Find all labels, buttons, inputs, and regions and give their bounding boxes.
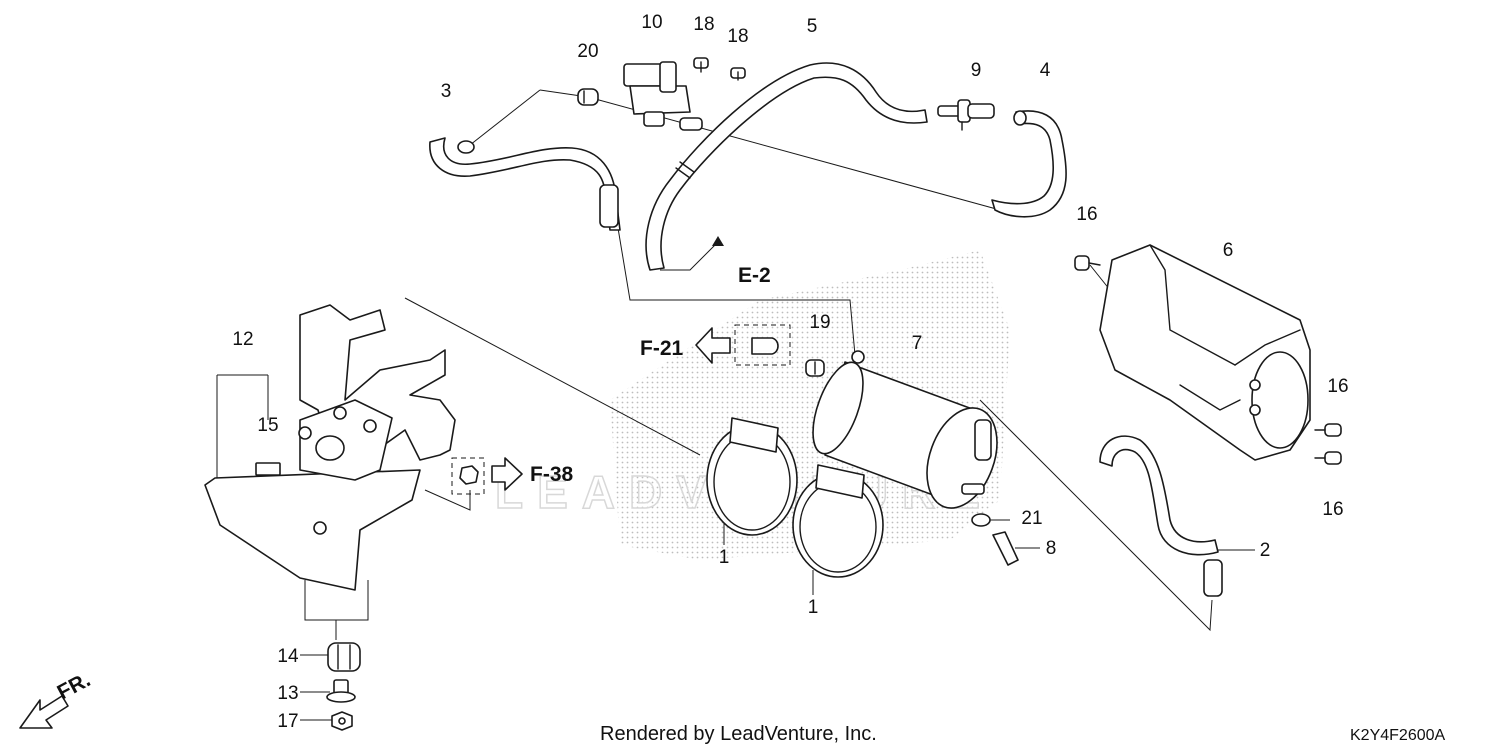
ref-arrow-f38 bbox=[491, 457, 523, 491]
detail-box-f21 bbox=[734, 324, 791, 366]
hose-5 bbox=[645, 62, 928, 271]
nut-17 bbox=[331, 711, 353, 731]
canister-7 bbox=[812, 350, 998, 509]
ref-arrow-f21 bbox=[695, 327, 731, 364]
callout-1-left: 1 bbox=[719, 547, 730, 568]
callout-13: 13 bbox=[277, 683, 298, 704]
callout-8: 8 bbox=[1046, 538, 1057, 559]
bolt-16-top bbox=[1074, 255, 1101, 271]
callout-21: 21 bbox=[1021, 508, 1042, 529]
ref-e2: E-2 bbox=[738, 264, 771, 287]
callout-16-top: 16 bbox=[1076, 204, 1097, 225]
hose-4 bbox=[991, 110, 1067, 218]
ref-f38: F-38 bbox=[530, 463, 574, 486]
clip-19 bbox=[805, 359, 825, 377]
detail-box-f38 bbox=[451, 457, 485, 495]
callout-15: 15 bbox=[257, 415, 278, 436]
callout-20: 20 bbox=[577, 41, 598, 62]
callout-6: 6 bbox=[1223, 240, 1234, 261]
callout-2: 2 bbox=[1260, 540, 1271, 561]
band-1-left bbox=[706, 417, 798, 536]
band-1-right bbox=[792, 464, 884, 578]
callout-17: 17 bbox=[277, 711, 298, 732]
callout-18-a: 18 bbox=[693, 14, 714, 35]
label-15 bbox=[255, 462, 281, 476]
callout-19: 19 bbox=[809, 312, 830, 333]
callout-18-b: 18 bbox=[727, 26, 748, 47]
callout-9: 9 bbox=[971, 60, 982, 81]
callout-14: 14 bbox=[277, 646, 299, 667]
callout-3: 3 bbox=[441, 81, 452, 102]
hose-2 bbox=[1099, 435, 1223, 597]
callout-5: 5 bbox=[807, 16, 818, 37]
grommet-14 bbox=[327, 642, 361, 672]
bolt-18-a bbox=[693, 57, 709, 73]
ref-f21: F-21 bbox=[640, 337, 684, 360]
clip-20 bbox=[577, 88, 599, 106]
bolt-16-right-b bbox=[1314, 451, 1342, 465]
collar-13 bbox=[326, 679, 356, 703]
callout-7: 7 bbox=[912, 333, 923, 354]
callout-10: 10 bbox=[641, 12, 662, 33]
o-ring-21 bbox=[971, 513, 991, 527]
fitting-8 bbox=[992, 531, 1019, 566]
canister-cover-6 bbox=[1099, 244, 1311, 461]
footer-credit: Rendered by LeadVenture, Inc. bbox=[600, 723, 877, 745]
callout-12: 12 bbox=[232, 329, 253, 350]
ref-arrow-e2 bbox=[712, 236, 724, 246]
front-arrow-icon bbox=[19, 695, 69, 729]
joint-9 bbox=[937, 99, 995, 131]
bolt-18-b bbox=[730, 67, 746, 81]
bolt-16-right-a bbox=[1314, 423, 1342, 437]
diagram-code: K2Y4F2600A bbox=[1350, 727, 1446, 744]
bracket-12 bbox=[204, 304, 456, 591]
callout-1-right: 1 bbox=[808, 597, 819, 618]
solenoid-valve-10 bbox=[623, 61, 703, 131]
callout-16-right-a: 16 bbox=[1327, 376, 1348, 397]
hose-3 bbox=[429, 137, 621, 231]
callout-16-right-b: 16 bbox=[1322, 499, 1343, 520]
callout-4: 4 bbox=[1040, 60, 1051, 81]
